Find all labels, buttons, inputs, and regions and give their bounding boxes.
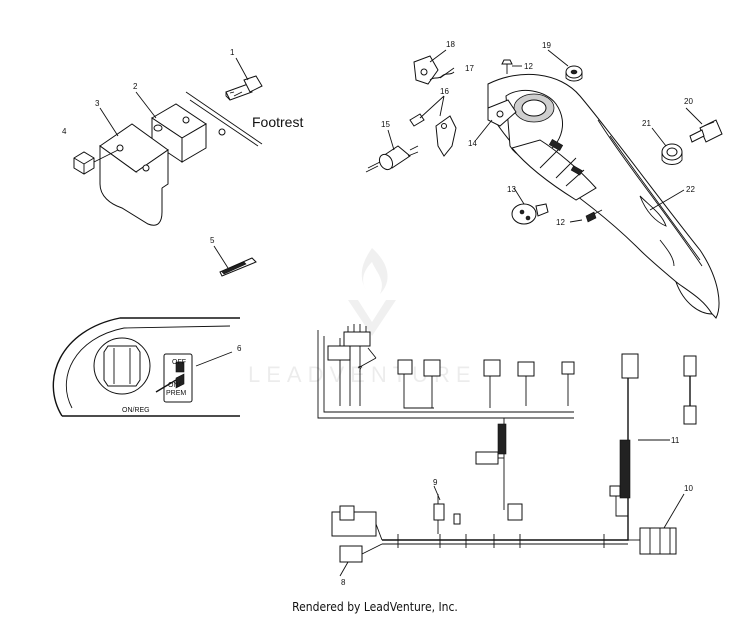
callout-numbers: 1 2 3 4 5 6 7 8 9 10 11 12 12 13 14 15 1… [62, 40, 695, 587]
on-prem-label-2: PREM [166, 390, 186, 397]
footrest-pad-3 [99, 123, 169, 226]
screw-12-top [501, 59, 513, 74]
fuel-valve-panel-6 [52, 317, 240, 417]
callout-19: 19 [542, 41, 551, 50]
bolt-1 [225, 75, 263, 101]
main-harness-line-8 [382, 470, 629, 541]
harness7-connector-d [517, 361, 535, 377]
key-switch-21 [661, 143, 683, 165]
spacer-block-2 [151, 103, 226, 163]
control-module-10 [628, 527, 677, 555]
nut-4 [73, 151, 95, 175]
callout-18: 18 [446, 40, 455, 49]
on-prem-label-1: ON/ [168, 382, 181, 389]
wiring-harness-assembly [317, 324, 697, 563]
ignition-key-20 [689, 119, 723, 143]
decal-strip-5 [219, 257, 257, 277]
callout-12-lower: 12 [556, 218, 565, 227]
clip-16 [409, 113, 457, 157]
callout-9: 9 [433, 478, 438, 487]
callout-14: 14 [468, 139, 477, 148]
harness7-connector-c [483, 359, 501, 377]
on-reg-label: ON/REG [122, 407, 150, 414]
footer-credit: Rendered by LeadVenture, Inc. [292, 600, 458, 614]
callout-21: 21 [642, 119, 651, 128]
harness7-connector-a [397, 359, 413, 375]
callout-11: 11 [671, 436, 680, 445]
reg-pointer [155, 379, 177, 393]
callout-5: 5 [210, 236, 215, 245]
harness8-connector-bottom [339, 545, 363, 563]
footrest-edge-line [185, 91, 263, 145]
harness-relay [507, 503, 523, 521]
harness-11 [609, 353, 639, 517]
callout-15: 15 [381, 120, 390, 129]
harness-plug-9 [433, 494, 461, 534]
harness7-connector-b [423, 359, 441, 377]
jumper-harness [683, 355, 697, 425]
screw-12-lower [585, 209, 603, 223]
callout-6: 6 [237, 344, 242, 353]
callout-2: 2 [133, 82, 138, 91]
off-marker [175, 361, 185, 373]
callout-22: 22 [686, 185, 695, 194]
panel-outline [52, 317, 240, 417]
callout-20: 20 [684, 97, 693, 106]
grommet-19 [565, 65, 583, 82]
footrest-edge-line-2 [189, 99, 259, 147]
headlight-pod-assembly [365, 55, 723, 319]
callout-3: 3 [95, 99, 100, 108]
leader-lines [99, 49, 703, 577]
bulb-socket-15 [365, 145, 419, 173]
harness7-connector-main [343, 331, 371, 347]
leader-4 [93, 149, 119, 163]
switch-knob-13 [511, 203, 549, 225]
callout-7: 7 [358, 365, 363, 374]
bracket-18 [413, 55, 439, 85]
harness-mid-plug [475, 451, 499, 465]
off-label: OFF [172, 359, 186, 366]
prem-marker [175, 373, 185, 389]
callout-12-top: 12 [524, 62, 533, 71]
callout-13: 13 [507, 185, 516, 194]
callout-1: 1 [230, 48, 235, 57]
spring-17 [429, 71, 455, 81]
callout-10: 10 [684, 484, 693, 493]
callout-16: 16 [440, 87, 449, 96]
footrest-label: Footrest [252, 114, 303, 130]
harness7-connector-e [561, 361, 575, 375]
harness-sleeve [497, 423, 507, 455]
footrest-assembly [73, 75, 263, 226]
panel-inner [65, 325, 231, 409]
callout-17: 17 [465, 64, 474, 73]
valve-knob [103, 345, 141, 387]
callout-4: 4 [62, 127, 67, 136]
callout-8: 8 [341, 578, 346, 587]
